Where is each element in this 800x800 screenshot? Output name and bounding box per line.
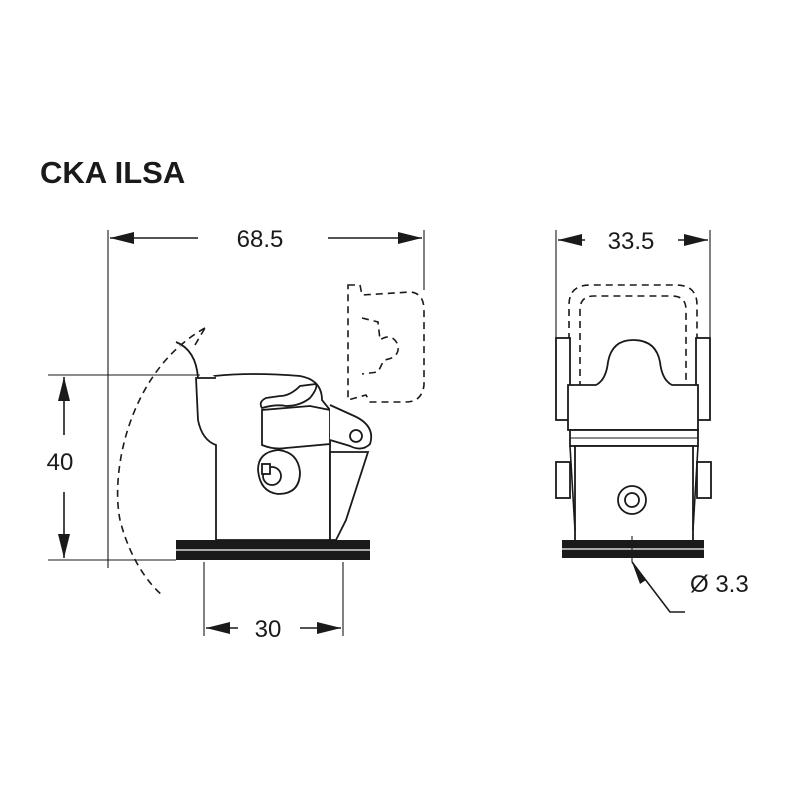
arrow-right-icon: [684, 234, 708, 246]
bail-flange-left: [555, 337, 571, 421]
lid-front: [567, 339, 699, 431]
arrow-left-icon: [110, 232, 134, 244]
arrow-right-icon: [398, 232, 422, 244]
lever-pivot: [349, 429, 363, 443]
arrow-down-icon: [58, 534, 70, 558]
lever-plate: [261, 405, 331, 450]
bail-flange-right: [695, 337, 711, 421]
leader-line: [631, 561, 685, 613]
dimension-width: 33.5: [558, 228, 708, 255]
arrow-up-icon: [58, 377, 70, 401]
dimension-label-base-width: 30: [255, 616, 282, 643]
dimension-label-height: 40: [47, 449, 74, 476]
dimension-base-width: 30: [203, 562, 344, 643]
arrow-right-icon: [317, 622, 341, 634]
lever-tab-left: [555, 461, 571, 499]
housing-side-left: [569, 445, 576, 531]
lever-tab-right: [696, 461, 712, 499]
bail-open-outer: [568, 284, 698, 400]
lever-open-detail: [361, 317, 400, 375]
front-view: 33.5 Ø 3.3: [555, 228, 749, 613]
lid-swing-arc: [116, 327, 206, 596]
dimension-label-overall-length: 68.5: [237, 226, 284, 253]
bail-open-inner: [579, 295, 687, 400]
lid-hinge-curve: [175, 341, 216, 379]
cable-entry-inner: [624, 492, 640, 508]
arrow-left-icon: [206, 622, 230, 634]
dimension-label-hole-diameter: Ø 3.3: [690, 571, 749, 598]
dimension-label-width: 33.5: [608, 228, 655, 255]
cam-notch: [261, 463, 271, 475]
drawing-title: CKA ILSA: [40, 155, 185, 190]
arrow-left-icon: [558, 234, 582, 246]
side-view: 68.5 40: [47, 226, 425, 643]
dimension-overall-length: 68.5: [110, 226, 422, 253]
lever-strut: [329, 451, 370, 541]
dimension-hole-diameter: Ø 3.3: [631, 561, 749, 613]
housing-side-right: [692, 445, 699, 531]
locking-lever: [329, 404, 373, 450]
lever-open-position: [347, 284, 425, 403]
lid-swing-tick: [194, 327, 206, 346]
lever-hook: [259, 383, 318, 410]
dimension-height: 40: [47, 374, 200, 561]
